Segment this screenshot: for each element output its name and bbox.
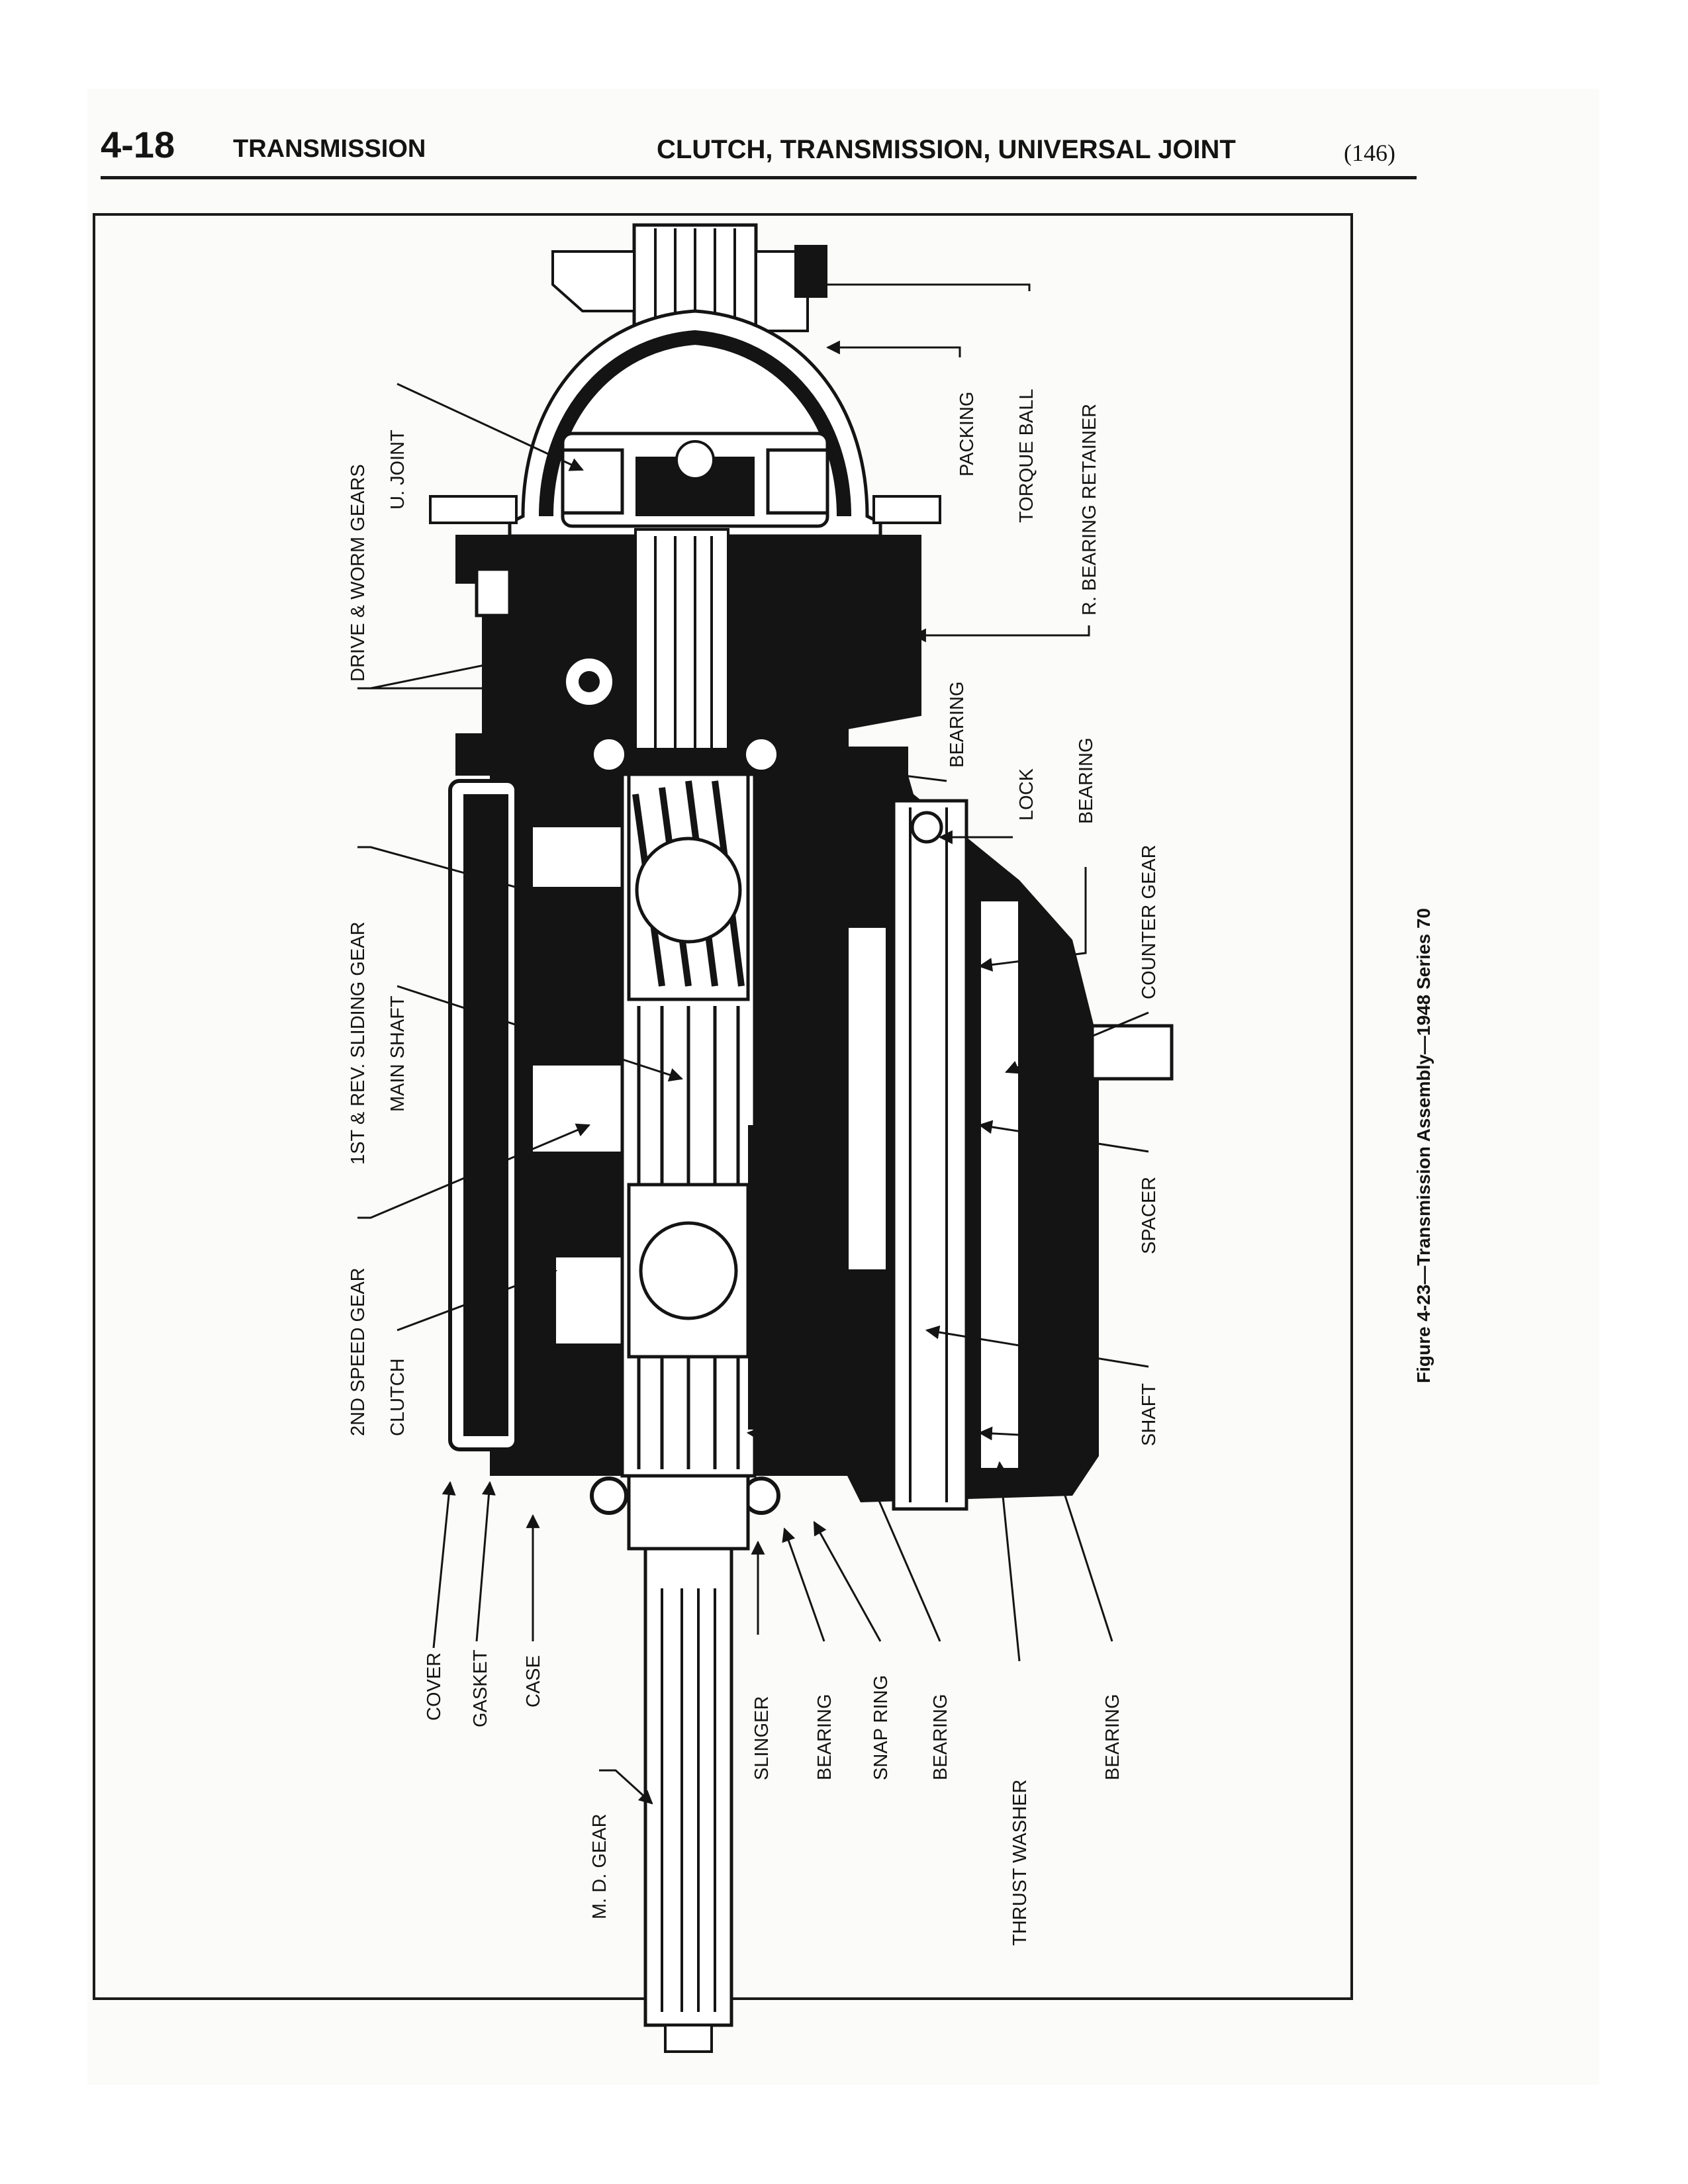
label-main-shaft: MAIN SHAFT (387, 995, 408, 1112)
label-slinger: SLINGER (751, 1696, 773, 1780)
label-torque-ball: TORQUE BALL (1016, 388, 1037, 523)
counter-shaft (846, 799, 1174, 1511)
label-gasket: GASKET (470, 1649, 491, 1727)
label-packing: PACKING (957, 392, 978, 477)
label-cover: COVER (424, 1653, 445, 1721)
u-joint (561, 432, 829, 528)
label-clutch: CLUTCH (387, 1358, 408, 1436)
leader-lines (357, 277, 1149, 1805)
label-r-bearing-retainer: R. BEARING RETAINER (1079, 404, 1100, 615)
label-bearing-counter: BEARING (1076, 737, 1097, 824)
label-thrust-washer: THRUST WASHER (1009, 1780, 1031, 1946)
page-number: 4-18 (101, 124, 175, 165)
label-bearing-top: BEARING (947, 681, 968, 768)
second-speed-gear (627, 1125, 801, 1430)
bearings (590, 735, 780, 1515)
section-title: TRANSMISSION (233, 135, 426, 163)
label-u-joint: U. JOINT (387, 430, 408, 510)
label-shaft: SHAFT (1139, 1383, 1160, 1446)
label-case: CASE (523, 1655, 544, 1707)
label-spacer: SPACER (1139, 1177, 1160, 1254)
header-rule (101, 176, 1417, 179)
md-gear-shaft (627, 1474, 750, 2053)
label-lock: LOCK (1016, 768, 1037, 821)
label-bearing-1: BEARING (814, 1694, 835, 1780)
label-sliding-gear: 1ST & REV. SLIDING GEAR (348, 922, 369, 1165)
label-snap-ring: SNAP RING (870, 1675, 892, 1780)
sliding-gear (627, 772, 750, 1001)
label-second-speed-gear: 2ND SPEED GEAR (348, 1267, 369, 1436)
label-bearing-2: BEARING (930, 1694, 951, 1780)
label-md-gear: M. D. GEAR (589, 1813, 610, 1919)
page-ref: (146) (1344, 140, 1395, 166)
figure-caption: Figure 4-23—Transmission Assembly—1948 S… (1413, 908, 1434, 1383)
label-counter-gear: COUNTER GEAR (1139, 844, 1160, 999)
label-drive-worm-gears: DRIVE & WORM GEARS (348, 464, 369, 682)
r-bearing-retainer (455, 528, 921, 782)
chapter-title: CLUTCH, TRANSMISSION, UNIVERSAL JOINT (657, 135, 1236, 164)
label-bearing-3: BEARING (1102, 1694, 1123, 1780)
